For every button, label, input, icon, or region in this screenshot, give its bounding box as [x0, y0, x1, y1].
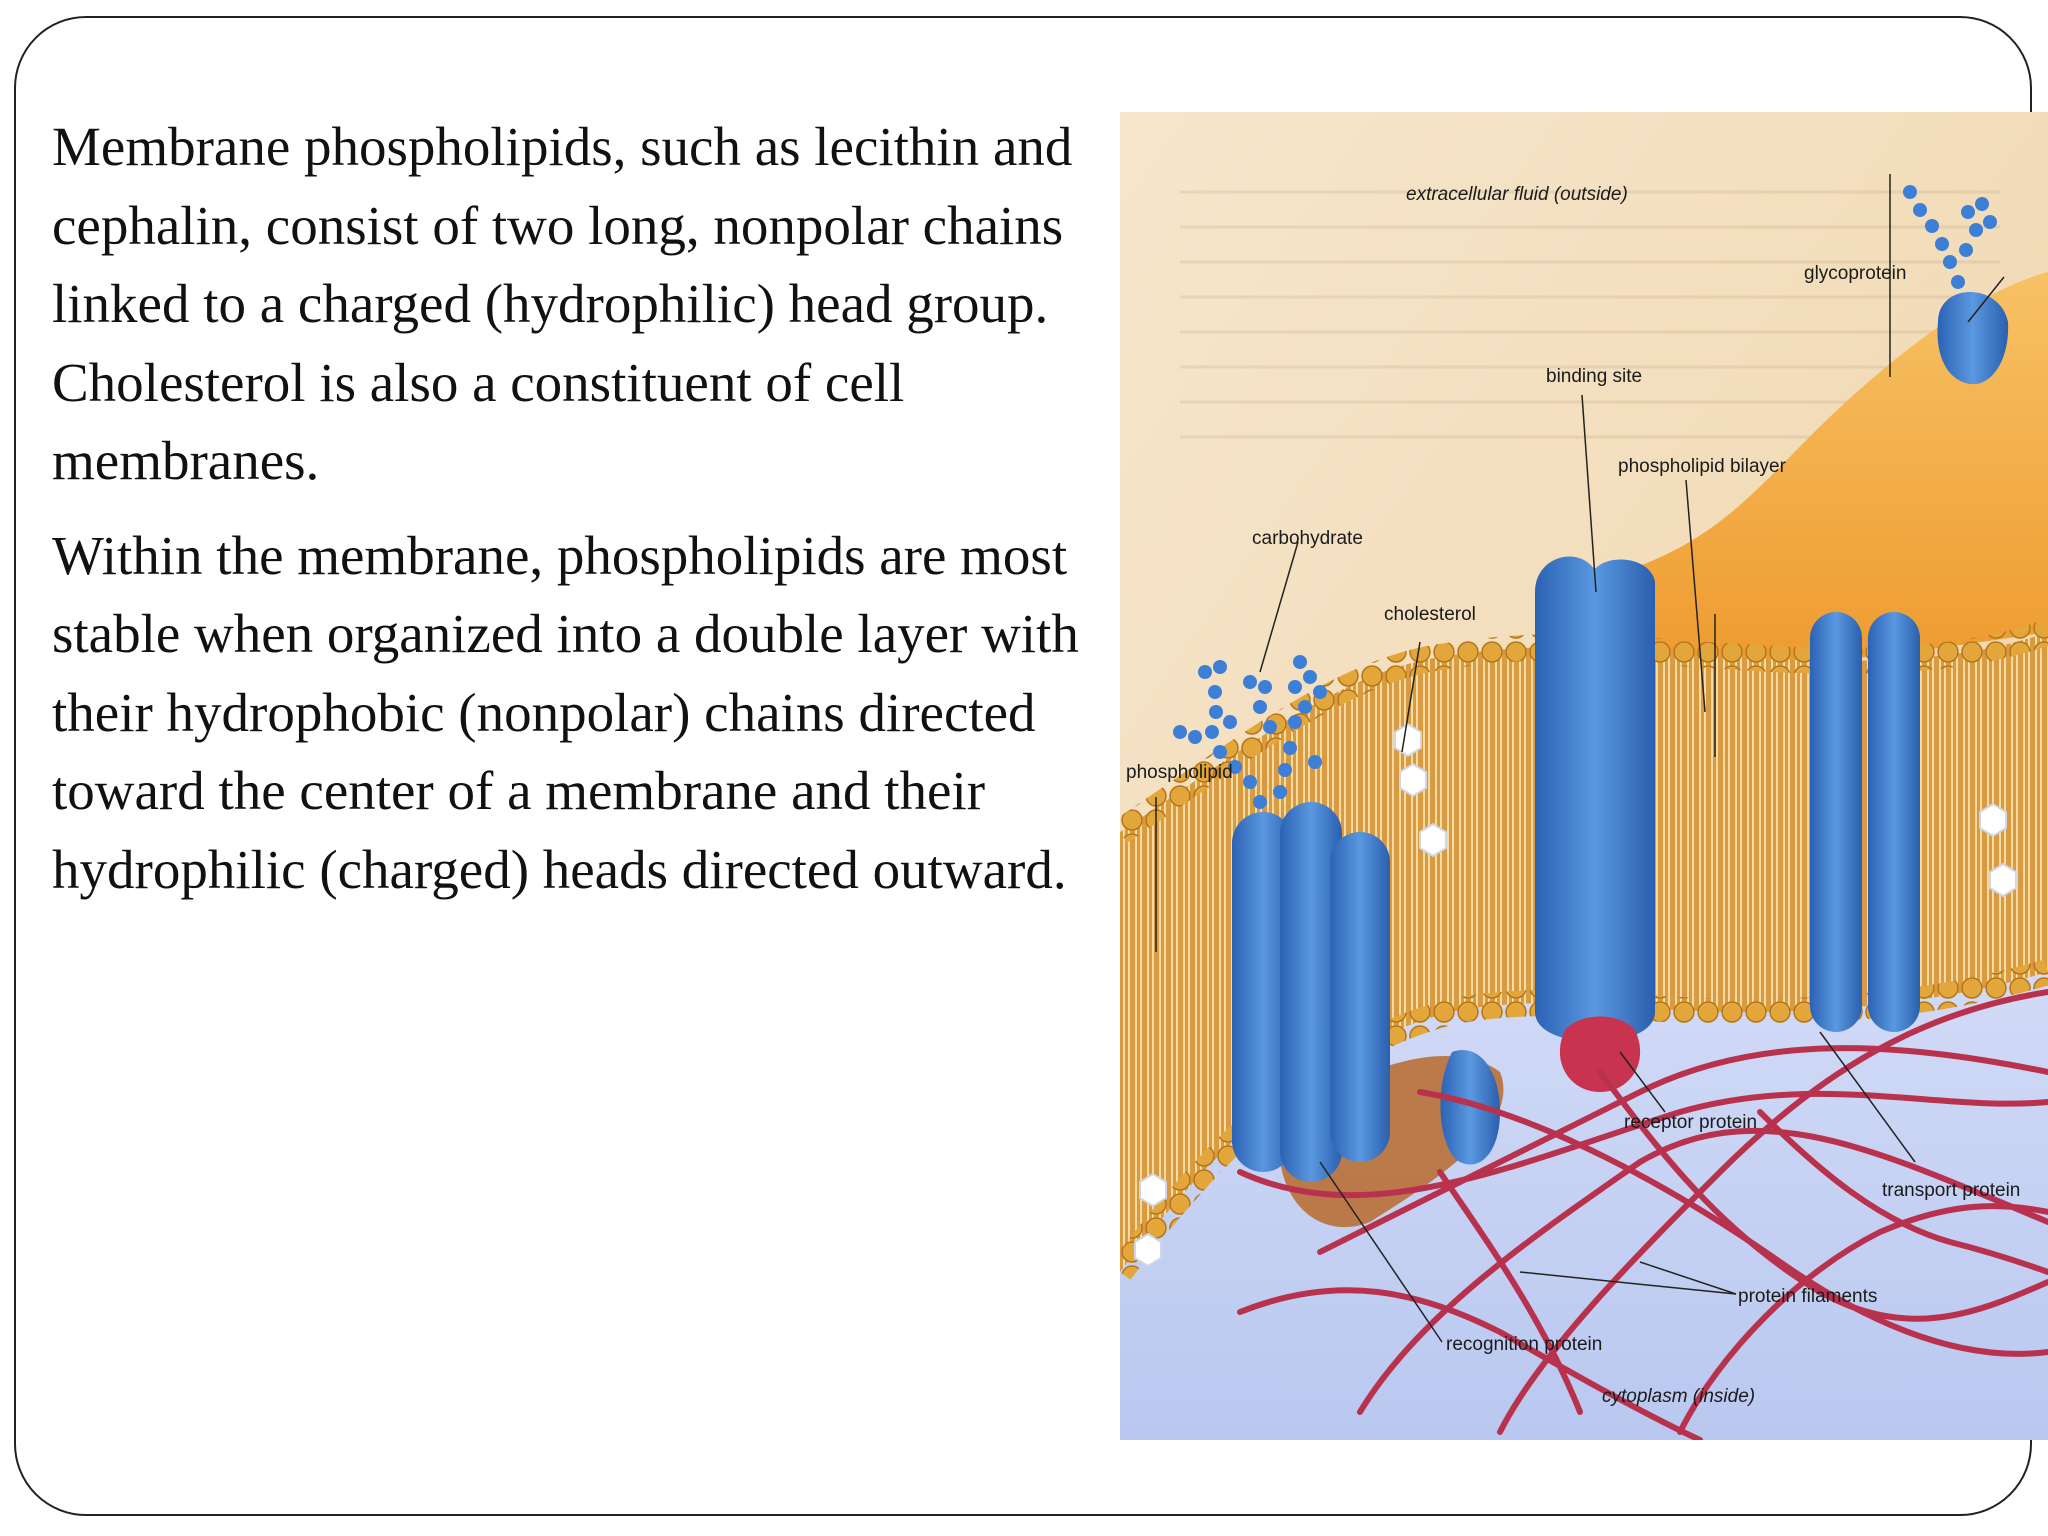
receptor-protein-shape — [1535, 556, 1655, 1092]
label-phospholipid: phospholipid — [1126, 762, 1233, 783]
cell-membrane-illustration: extracellular fluid (outside) glycoprote… — [1120, 112, 2048, 1440]
cholesterol-molecules — [1134, 722, 2017, 1268]
label-cholesterol: cholesterol — [1384, 604, 1476, 625]
paragraph-bilayer: Within the membrane, phospholipids are m… — [52, 524, 1079, 900]
scan-text-ghost — [1180, 190, 2000, 439]
label-transport-protein: transport protein — [1882, 1180, 2020, 1201]
label-receptor-protein: receptor protein — [1624, 1112, 1757, 1133]
label-binding-site: binding site — [1546, 366, 1642, 387]
label-recognition-protein: recognition protein — [1446, 1334, 1602, 1355]
glycoprotein-shape — [1903, 185, 2009, 385]
protein-filaments-strands — [1237, 989, 2048, 1440]
label-cytoplasm: cytoplasm (inside) — [1602, 1386, 1755, 1407]
leader-lines — [1155, 174, 2005, 1343]
cell-surface-bulge — [1590, 272, 2048, 672]
label-extracellular-fluid: extracellular fluid (outside) — [1406, 184, 1628, 205]
membrane-diagram-svg: extracellular fluid (outside) glycoprote… — [1120, 112, 2048, 1440]
label-protein-filaments: protein filaments — [1738, 1286, 1877, 1307]
carbohydrate-chain — [1173, 655, 1327, 809]
slide-body-text: Membrane phospholipids, such as lecithin… — [52, 108, 1092, 925]
paragraph-phospholipids: Membrane phospholipids, such as lecithin… — [52, 116, 1073, 491]
label-glycoprotein: glycoprotein — [1804, 263, 1906, 284]
transport-protein-shape — [1810, 612, 1920, 1032]
recognition-protein-shape — [1232, 802, 1500, 1182]
label-carbohydrate: carbohydrate — [1252, 528, 1363, 549]
label-phospholipid-bilayer: phospholipid bilayer — [1618, 456, 1787, 477]
